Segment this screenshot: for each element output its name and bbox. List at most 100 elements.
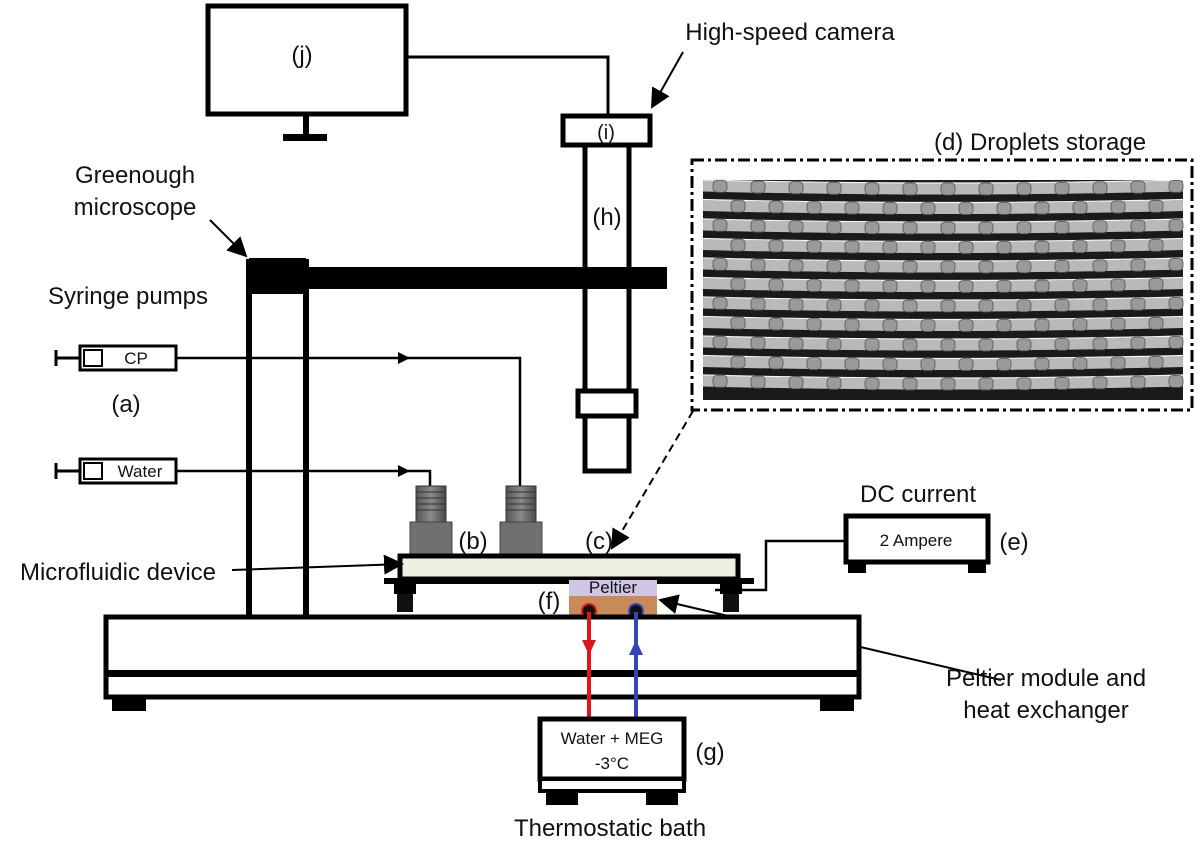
droplet [1092, 376, 1108, 390]
syringe-pumps-label: Syringe pumps [48, 283, 208, 310]
droplet [730, 238, 746, 252]
droplet [940, 299, 956, 313]
droplet [1148, 355, 1164, 369]
microfluidic-device-label: Microfluidic device [20, 559, 216, 586]
base-platform [103, 614, 862, 711]
tube-label: (h) [592, 204, 621, 231]
camera-pointer-arrow [651, 51, 684, 109]
camera-label: (i) [597, 122, 615, 144]
droplet [826, 181, 842, 195]
thermostatic-bath: Water + MEG -3°C [537, 716, 687, 805]
storage-tubes [702, 179, 1184, 391]
droplet [882, 318, 898, 332]
camera-assembly: (i) (h) [560, 113, 653, 474]
droplet [788, 298, 804, 312]
droplet [1034, 318, 1050, 332]
droplet [864, 221, 880, 235]
droplet [1110, 200, 1126, 214]
droplet [844, 357, 860, 371]
storage-tube-edge [702, 257, 1184, 262]
droplet [826, 220, 842, 234]
droplet [920, 358, 936, 371]
syringe-cp-label: CP [124, 349, 148, 368]
droplet [882, 357, 898, 371]
droplet [712, 296, 728, 310]
droplet [1130, 258, 1146, 272]
inlet-connector-water [409, 485, 453, 557]
droplet [768, 278, 784, 292]
droplet [920, 241, 936, 254]
droplet [788, 181, 804, 195]
droplet [1168, 218, 1184, 232]
droplet [1092, 181, 1108, 195]
droplet [1092, 220, 1108, 234]
droplet [882, 201, 898, 215]
droplet [730, 277, 746, 291]
syringe-cp: CP [54, 344, 178, 372]
droplet [1092, 337, 1108, 351]
syringe-water: Water [54, 457, 178, 485]
droplet [1034, 279, 1050, 293]
monitor: (j) [205, 3, 409, 141]
peltier-label: Peltier [589, 578, 638, 597]
droplet [1072, 318, 1088, 332]
droplet [750, 258, 766, 272]
storage-tube-edge [702, 296, 1184, 301]
droplet [978, 182, 994, 196]
bath-content-label: Water + MEG [561, 729, 664, 748]
droplet [1072, 240, 1088, 254]
droplet [788, 220, 804, 234]
droplet [1130, 297, 1146, 311]
stand-arm [249, 267, 667, 289]
droplet [864, 299, 880, 313]
droplet [958, 280, 974, 293]
droplet [996, 357, 1012, 371]
droplet [730, 199, 746, 213]
droplet [750, 219, 766, 233]
droplet [730, 355, 746, 369]
cp-flow-arrow [398, 352, 410, 364]
droplet [1034, 357, 1050, 371]
droplet [902, 221, 918, 235]
droplet [996, 318, 1012, 332]
droplet [806, 279, 822, 292]
droplet [1054, 181, 1070, 195]
droplet [730, 316, 746, 330]
droplet [1072, 279, 1088, 293]
dc-ref-label: (e) [999, 529, 1028, 556]
droplet [902, 299, 918, 313]
droplet [902, 338, 918, 352]
dc-power-supply: 2 Ampere [843, 513, 991, 573]
droplet [920, 280, 936, 293]
droplet [844, 240, 860, 254]
droplet [1016, 221, 1032, 235]
storage-zoom-arrow [610, 410, 694, 550]
microfluidic-pointer-arrow [231, 554, 404, 575]
storage-tube-edge [702, 218, 1184, 223]
droplet [1130, 180, 1146, 194]
storage-tube-edge [702, 374, 1184, 379]
droplet [1148, 238, 1164, 252]
objective-ring [575, 388, 639, 419]
storage-tube-edge [702, 335, 1184, 340]
droplet [712, 179, 728, 193]
bath-body [537, 716, 687, 782]
droplet [920, 319, 936, 332]
droplet [1110, 356, 1126, 370]
peltier-element [569, 580, 657, 596]
droplet [996, 240, 1012, 254]
chip-label: (c) [585, 528, 613, 555]
droplet [1016, 338, 1032, 352]
water-tubing [176, 469, 432, 486]
droplet [996, 279, 1012, 293]
droplets-storage-image [702, 179, 1184, 400]
droplet [806, 318, 822, 331]
droplet [1130, 336, 1146, 350]
bath-ref-label: (g) [695, 739, 724, 766]
droplet [1016, 260, 1032, 274]
droplet [768, 356, 784, 370]
droplet [958, 358, 974, 371]
droplets-storage-label: (d) Droplets storage [934, 129, 1146, 156]
monitor-stand [283, 134, 327, 141]
droplet [806, 357, 822, 370]
